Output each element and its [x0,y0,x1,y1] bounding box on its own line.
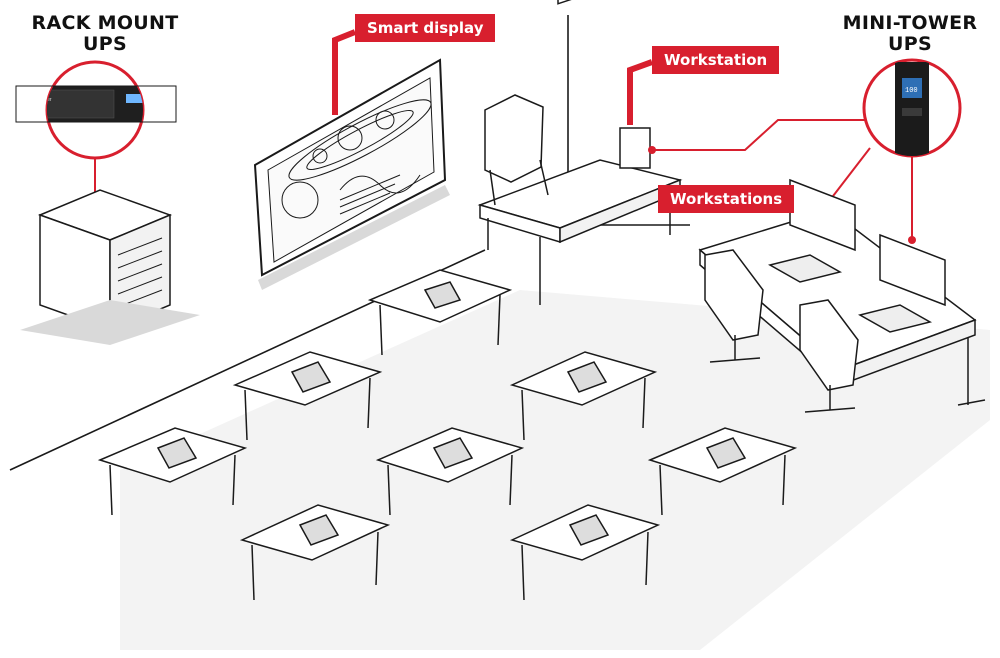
desk-r4-1 [239,504,391,601]
desk-r3-3 [647,427,798,516]
rack-ups-label-line2: UPS [83,33,127,55]
workstations-tag: Workstations [658,185,795,213]
workstation-tag-stem [627,59,654,125]
rack-ups-label: RACK MOUNT UPS [20,13,190,55]
tower-ups-screen [902,78,922,98]
lab-chairs [704,249,859,413]
rack-ups-label-line1: RACK MOUNT [31,12,179,34]
smart-display-connector [332,29,357,115]
server-rack [37,189,173,332]
smart-display-tag: Smart display [355,14,496,42]
workstation-connector [652,119,865,151]
desk-r1-1 [367,269,513,356]
desk-r2-2 [509,351,658,441]
tower-ups-label-line1: MINI-TOWER [842,12,978,34]
teacher-desk [477,0,683,305]
teacher-chair [484,94,549,206]
student-desks [97,269,798,601]
rack-shadow [20,300,200,345]
rack-ups-screen [126,94,143,103]
tower-ups-label-line2: UPS [888,33,932,55]
tower-ups-inset: 100 [862,58,962,158]
tower-connector-b-dot [908,236,916,244]
desk-r2-1 [232,351,383,441]
tower-ups-label: MINI-TOWER UPS [830,13,990,55]
desk-r3-1 [97,427,248,516]
desk-r3-2 [375,427,525,516]
desk-r4-2 [509,504,661,601]
smart-display [253,58,450,290]
workstation-tag: Workstation [652,46,780,74]
rack-ups-inset: CyberPower [15,60,177,160]
tower-connector-a [829,147,871,201]
rack-ups-brand: CyberPower [24,97,52,103]
tower-ups-value: 100 [905,87,918,95]
